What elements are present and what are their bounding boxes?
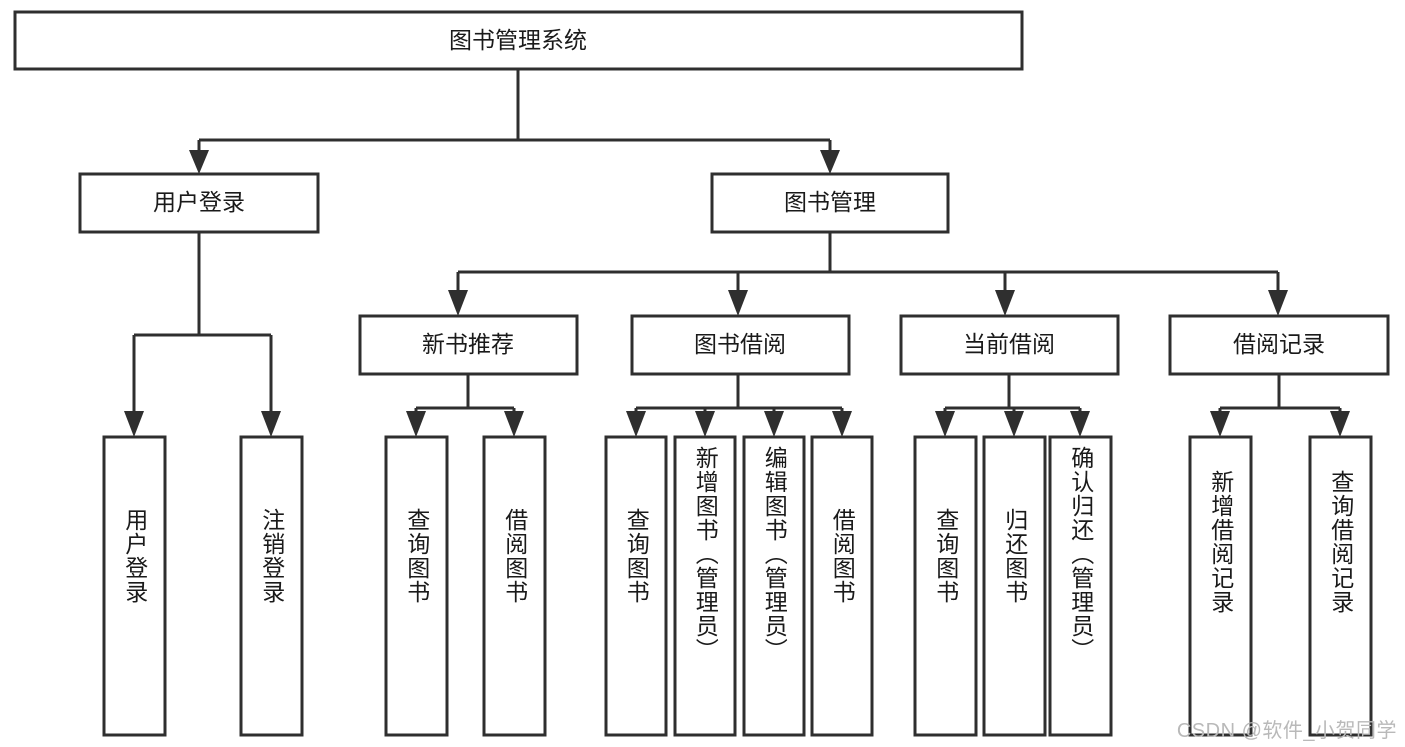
leaf-box-add-book[interactable] — [673, 435, 737, 737]
connector-group-user-login — [124, 232, 281, 437]
leaf-box-query-book-borrow[interactable] — [604, 435, 668, 737]
arrow-to-leaf-edit-book — [764, 411, 784, 437]
watermark-text: CSDN @软件_小贺同学 — [1176, 720, 1397, 742]
node-user-login[interactable]: 用户登录 — [78, 172, 320, 234]
node-book-borrow[interactable]: 图书借阅 — [630, 314, 851, 376]
node-book-manage[interactable]: 图书管理 — [710, 172, 950, 234]
node-borrow-record-label: 借阅记录 — [1233, 331, 1325, 357]
node-root-box[interactable] — [13, 10, 1024, 71]
arrow-to-leaf-logout — [261, 411, 281, 437]
arrow-to-borrow-record — [1268, 290, 1288, 316]
arrow-to-new-book-recommend — [448, 290, 468, 316]
arrow-to-leaf-borrow-book — [832, 411, 852, 437]
arrow-to-book-borrow — [728, 290, 748, 316]
arrow-to-user-login — [189, 150, 209, 174]
arrow-to-leaf-add-record — [1210, 411, 1230, 437]
node-borrow-record-box[interactable] — [1168, 314, 1390, 376]
node-new-book-recommend-label: 新书推荐 — [422, 331, 514, 357]
leaf-box-query-book-rec[interactable] — [384, 435, 449, 737]
arrow-to-current-borrow — [995, 290, 1015, 316]
node-user-login-label: 用户登录 — [153, 189, 245, 215]
connector-group-book-manage — [448, 232, 1288, 316]
node-borrow-record[interactable]: 借阅记录 — [1168, 314, 1390, 376]
connector-group-root — [189, 69, 840, 174]
connector-group-current-borrow — [935, 374, 1090, 437]
node-book-borrow-box[interactable] — [630, 314, 851, 376]
node-user-login-box[interactable] — [78, 172, 320, 234]
node-book-manage-box[interactable] — [710, 172, 950, 234]
node-root[interactable]: 图书管理系统 — [13, 10, 1024, 71]
connector-group-borrow-record — [1210, 374, 1350, 437]
node-root-label: 图书管理系统 — [449, 27, 587, 53]
arrow-to-leaf-query-book-current — [935, 411, 955, 437]
node-book-borrow-label: 图书借阅 — [694, 331, 786, 357]
node-current-borrow[interactable]: 当前借阅 — [899, 314, 1120, 376]
leaf-box-borrow-book-rec[interactable] — [482, 435, 547, 737]
node-book-manage-label: 图书管理 — [784, 189, 876, 215]
node-current-borrow-box[interactable] — [899, 314, 1120, 376]
leaf-box-edit-book[interactable] — [742, 435, 806, 737]
node-current-borrow-label: 当前借阅 — [963, 331, 1055, 357]
node-new-book-recommend-box[interactable] — [358, 314, 579, 376]
arrow-to-leaf-add-book — [695, 411, 715, 437]
arrow-to-leaf-return-book — [1004, 411, 1024, 437]
leaf-box-query-book-current[interactable] — [913, 435, 978, 737]
arrow-to-leaf-query-book-rec — [406, 411, 426, 437]
leaf-box-query-record[interactable] — [1308, 435, 1373, 737]
leaf-box-borrow-book[interactable] — [810, 435, 874, 737]
arrow-to-leaf-query-book-borrow — [626, 411, 646, 437]
leaf-box-logout[interactable] — [239, 435, 304, 737]
leaf-box-add-record[interactable] — [1188, 435, 1253, 737]
leaf-box-return-book[interactable] — [982, 435, 1047, 737]
connector-group-new-book-recommend — [406, 374, 524, 437]
arrow-to-leaf-user-login — [124, 411, 144, 437]
leaf-boxes — [102, 435, 1373, 737]
arrow-to-book-manage — [820, 150, 840, 174]
node-new-book-recommend[interactable]: 新书推荐 — [358, 314, 579, 376]
leaf-box-user-login[interactable] — [102, 435, 167, 737]
connector-group-book-borrow — [626, 374, 852, 437]
leaf-box-confirm-return[interactable] — [1048, 435, 1113, 737]
arrow-to-leaf-query-record — [1330, 411, 1350, 437]
arrow-to-leaf-borrow-book-rec — [504, 411, 524, 437]
arrow-to-leaf-confirm-return — [1070, 411, 1090, 437]
